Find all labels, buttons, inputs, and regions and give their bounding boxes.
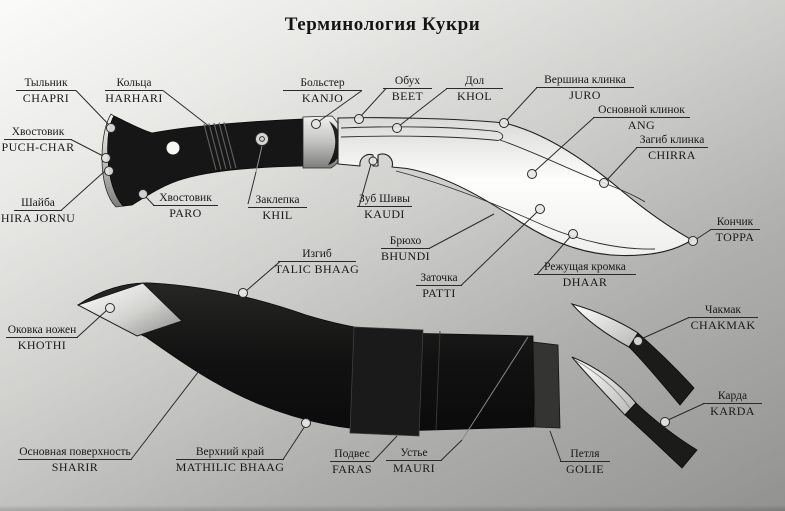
label-karda: Карда KARDA: [703, 390, 762, 417]
label-mauri: Устье MAURI: [386, 447, 442, 474]
label-kanjo: Больстер KANJO: [283, 77, 362, 104]
label-chakmak: Чакмак CHAKMAK: [688, 304, 758, 331]
karda-blade-midrib: [574, 359, 631, 409]
label-talic-bhaag: Изгиб TALIC BHAAG: [274, 248, 360, 276]
label-puch-char: Хвостовик PUCH-CHAR: [1, 126, 75, 154]
scabbard-mouth-flap: [532, 341, 561, 429]
handle-inlay-dot: [166, 141, 180, 155]
page-title: Терминология Кукри: [284, 14, 481, 35]
kukri-handle: [107, 115, 304, 207]
chakmak-handle: [628, 332, 695, 406]
chakmak-knife: [570, 303, 695, 406]
karda-handle: [624, 402, 698, 469]
scabbard-seam: [435, 330, 441, 431]
label-ang: Основной клинок ANG: [593, 104, 690, 131]
kukri-blade: [337, 117, 693, 257]
label-hira-jornu: Шайба HIRA JORNU: [0, 197, 76, 225]
label-mathilic-bhaag: Верхний край MATHILIC BHAAG: [175, 446, 285, 474]
label-beet: Обух BEET: [383, 75, 432, 102]
label-sharir: Основная поверхность SHARIR: [18, 446, 132, 474]
label-dhaar: Режущая кромка DHAAR: [534, 261, 636, 288]
karda-knife: [571, 356, 698, 469]
scabbard: [76, 282, 561, 437]
leader-lines: [60, 87, 712, 462]
label-harhari: Кольца HARHARI: [105, 77, 163, 105]
label-khol: Дол KHOL: [446, 75, 503, 102]
kukri-knife: [101, 113, 693, 257]
label-chapri: Тыльник CHAPRI: [16, 77, 76, 104]
label-golie: Петля GOLIE: [560, 448, 610, 475]
chakmak-blade: [570, 303, 639, 348]
label-khil: Заклепка KHIL: [248, 194, 307, 221]
label-patti: Заточка PATTI: [416, 272, 462, 299]
karda-blade: [571, 356, 637, 416]
rivet-khil-center: [259, 136, 265, 142]
scabbard-strap-band: [349, 326, 424, 437]
label-chirra: Загиб клинка CHIRRA: [636, 134, 708, 161]
scabbard-chape: [76, 282, 183, 337]
label-khothi: Оковка ножен KHOTHI: [6, 324, 78, 352]
label-kaudi: Зуб Шивы KAUDI: [357, 193, 412, 221]
handle-rings: [203, 122, 237, 171]
label-faras: Подвес FARAS: [330, 448, 374, 475]
label-paro: Хвостовик PARO: [153, 192, 218, 219]
anchor-circles: [101, 114, 698, 428]
rivet-khil: [255, 132, 269, 146]
label-juro: Вершина клинка JURO: [536, 74, 634, 101]
scan-edge-shade: [0, 505, 785, 511]
label-toppa: Кончик TOPPA: [710, 216, 760, 243]
label-bhundi: Брюхо BHUNDI: [380, 235, 431, 263]
